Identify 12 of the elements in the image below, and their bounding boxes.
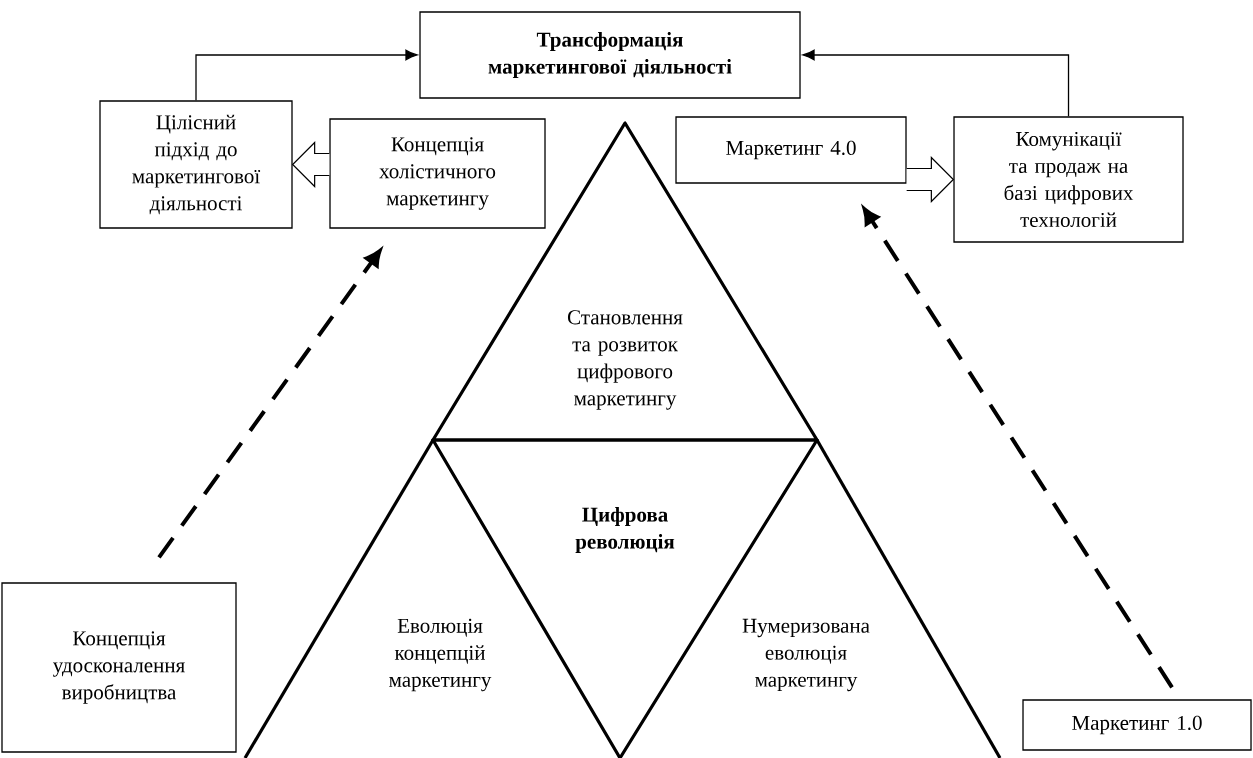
text-box: Маркетинг 1.0 xyxy=(1022,699,1252,751)
arrow xyxy=(195,49,418,101)
arrow xyxy=(906,156,955,203)
arrow xyxy=(291,141,330,188)
arrow xyxy=(802,49,1070,117)
text-box: Концепція холістичного маркетингу xyxy=(329,118,546,229)
text-box: Маркетинг 4.0 xyxy=(675,116,907,184)
text-box: Трансформація маркетингової діяльності xyxy=(419,11,801,99)
text-box: Комунікації та продаж на базі цифрових технологій xyxy=(953,116,1184,243)
text-box: Цілісний підхід до маркетингової діяльності xyxy=(99,100,293,229)
text-box: Концепція удосконалення виробництва xyxy=(1,582,237,753)
triangle-segment: Еволюція концепцій маркетингу xyxy=(243,439,492,758)
